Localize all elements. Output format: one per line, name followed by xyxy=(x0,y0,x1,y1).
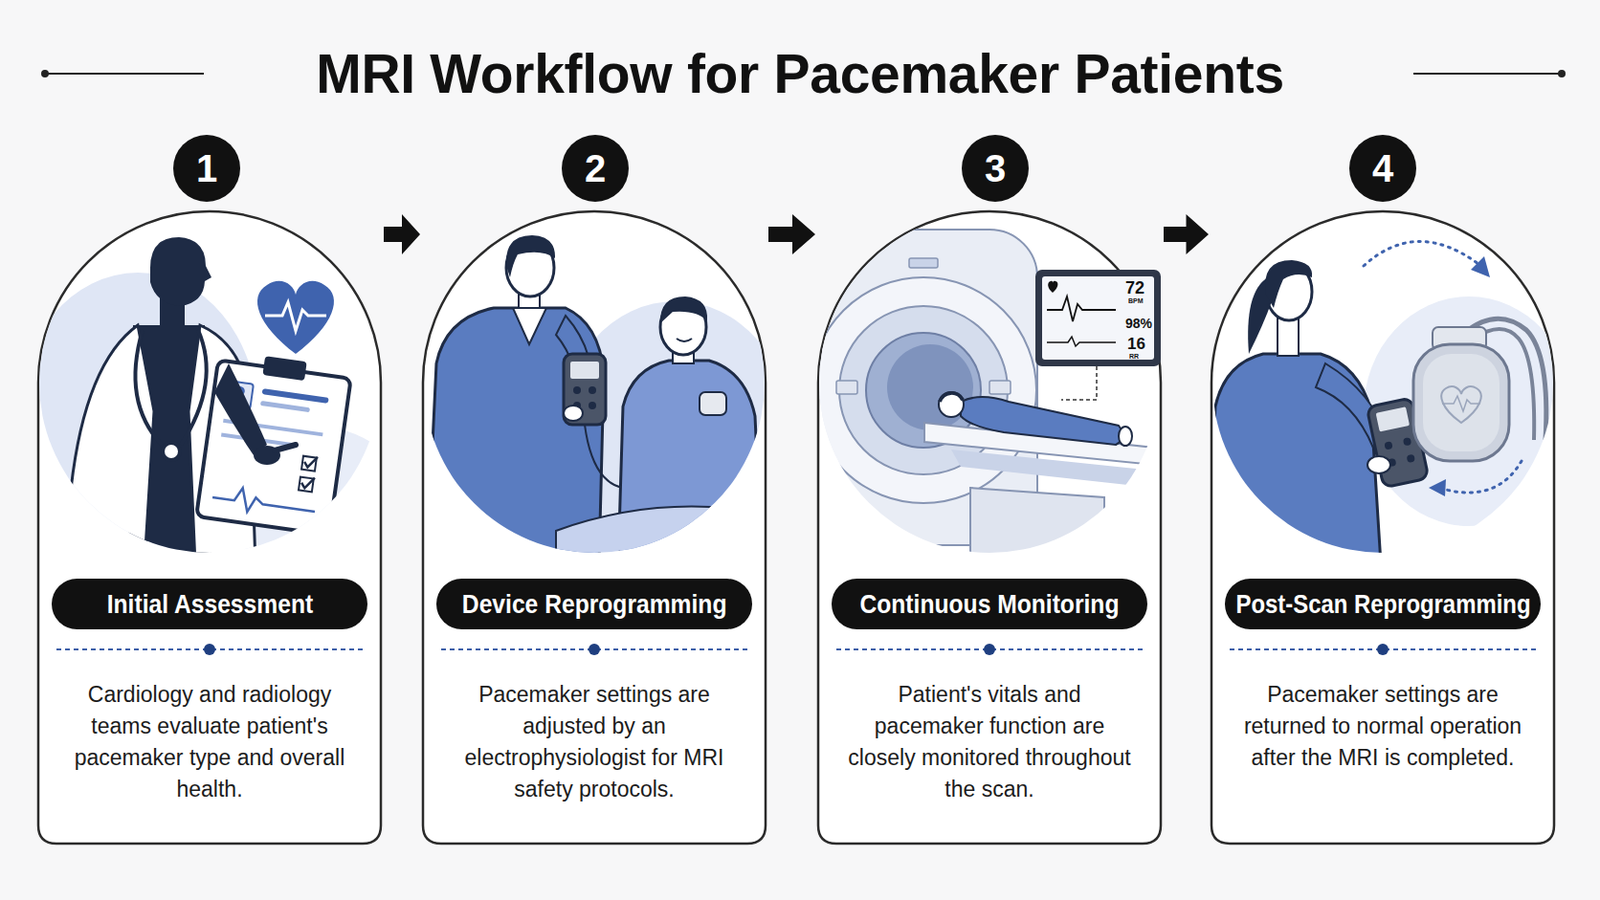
title-rule-dot xyxy=(1557,69,1566,78)
step-badge: 3 xyxy=(961,134,1029,202)
monitor-reading: BPM xyxy=(1128,297,1144,305)
step-title: Continuous Monitoring xyxy=(860,591,1120,619)
step-badge: 2 xyxy=(561,134,629,202)
card-border xyxy=(818,211,1161,845)
step-card: Pacemaker settings are adjusted by an el… xyxy=(422,210,767,845)
step-number: 2 xyxy=(584,149,606,188)
title-rule xyxy=(1413,72,1562,75)
flow-arrow xyxy=(768,214,816,255)
step-title-pill: Initial Assessment xyxy=(51,578,368,630)
step-card: Pacemaker settings are returned to norma… xyxy=(1210,210,1556,845)
diagram-title: MRI Workflow for Pacemaker Patients xyxy=(0,35,1600,112)
title-rule xyxy=(44,72,204,75)
step-title: Device Reprogramming xyxy=(462,591,728,619)
monitor-reading: 98% xyxy=(1125,316,1153,331)
step-badge: 1 xyxy=(173,134,241,202)
step-badge: 4 xyxy=(1349,134,1417,202)
title-rule-dot xyxy=(41,69,49,78)
step-description: Patient's vitals and pacemaker function … xyxy=(844,679,1135,806)
flow-arrow xyxy=(383,214,421,255)
monitor-reading: RR xyxy=(1129,353,1139,360)
card-border xyxy=(38,211,381,845)
step-number: 1 xyxy=(196,149,218,188)
step-title: Initial Assessment xyxy=(106,591,312,619)
step-description: Cardiology and radiology teams evaluate … xyxy=(64,679,356,806)
step-title-pill: Continuous Monitoring xyxy=(831,578,1148,630)
card-border xyxy=(1211,211,1555,845)
step-card: Cardiology and radiology teams evaluate … xyxy=(37,210,382,845)
step-description: Pacemaker settings are returned to norma… xyxy=(1237,679,1529,775)
step-number: 3 xyxy=(984,149,1006,188)
flow-arrow xyxy=(1163,214,1209,255)
card-border xyxy=(422,211,766,845)
monitor-reading: 72 xyxy=(1125,279,1145,297)
step-description: Pacemaker settings are adjusted by an el… xyxy=(448,679,740,806)
step-number: 4 xyxy=(1372,149,1394,188)
step-title: Post-Scan Reprogramming xyxy=(1235,591,1531,619)
step-card: Patient's vitals and pacemaker function … xyxy=(817,210,1162,845)
monitor-reading: 16 xyxy=(1127,335,1146,353)
step-title-pill: Post-Scan Reprogramming xyxy=(1224,578,1541,630)
step-title-pill: Device Reprogramming xyxy=(436,578,753,630)
